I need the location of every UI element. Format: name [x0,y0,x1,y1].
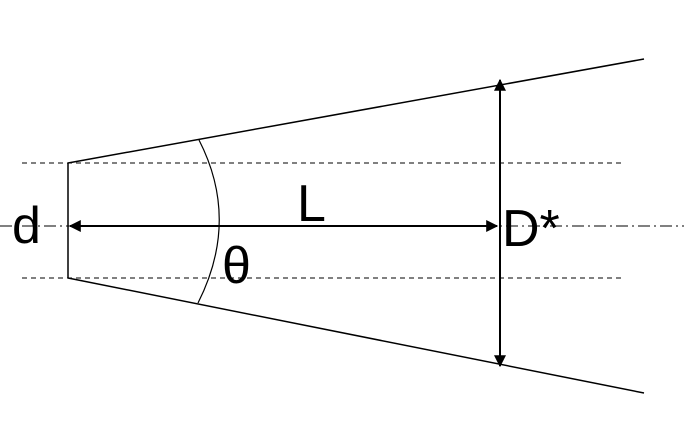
angle-label: θ [222,237,251,295]
upper-cone-edge [67,58,645,164]
outer-diameter-label: D* [502,200,560,258]
lower-cone-edge [67,277,645,394]
inner-diameter-label: d [12,197,41,255]
angle-arc [197,139,220,304]
length-label: L [297,175,326,233]
